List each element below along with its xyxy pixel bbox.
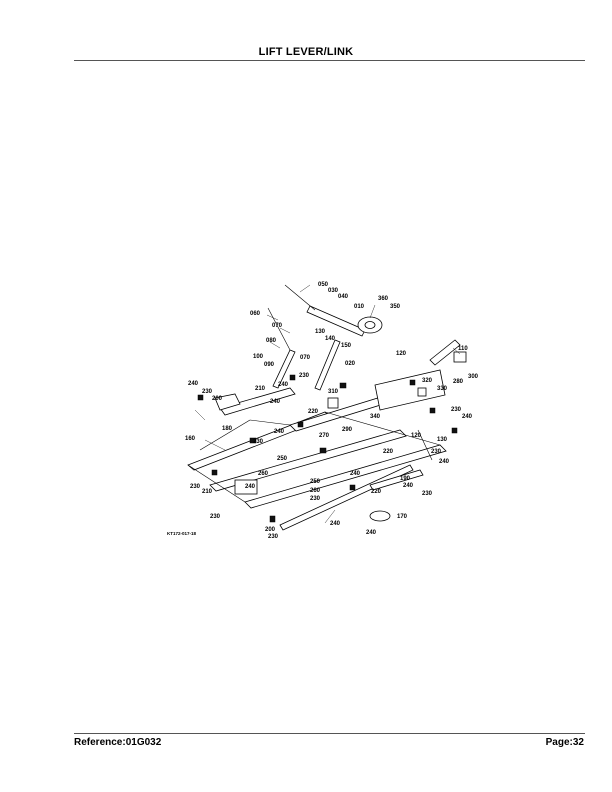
callout-label: 240 xyxy=(350,471,361,477)
callout-label: 040 xyxy=(338,294,349,300)
callout-label: 240 xyxy=(462,414,473,420)
callout-label: 230 xyxy=(210,514,221,520)
page-number: Page:32 xyxy=(545,737,584,748)
callout-label: 210 xyxy=(255,386,266,392)
callout-label: 120 xyxy=(411,433,422,439)
callout-label: 260 xyxy=(310,488,321,494)
callout-label: 310 xyxy=(328,389,339,395)
callout-label: 130 xyxy=(315,329,326,335)
callout-label: 330 xyxy=(437,386,448,392)
callout-label: 240 xyxy=(188,381,199,387)
callout-label: 010 xyxy=(354,304,365,310)
callout-label: 350 xyxy=(390,304,401,310)
callout-label: 050 xyxy=(318,282,329,288)
callout-label: 230 xyxy=(451,407,462,413)
callout-label: 240 xyxy=(270,399,281,405)
callout-label: 030 xyxy=(328,288,339,294)
callout-label: 200 xyxy=(265,527,276,533)
callout-label: 240 xyxy=(245,484,256,490)
callout-label: 230 xyxy=(422,491,433,497)
figure-code: KT172-017-18 xyxy=(167,531,197,536)
callout-label: 110 xyxy=(458,346,468,352)
callout-label: 190 xyxy=(400,476,411,482)
callout-label: 300 xyxy=(468,374,479,380)
callout-label: 290 xyxy=(342,427,353,433)
callout-label: 240 xyxy=(330,521,341,527)
frame-drawing xyxy=(187,284,467,531)
callout-label: 120 xyxy=(396,351,407,357)
page-title: LIFT LEVER/LINK xyxy=(258,46,354,58)
callout-label: 160 xyxy=(185,436,196,442)
callout-label: 100 xyxy=(253,354,264,360)
callout-label: 240 xyxy=(366,530,377,536)
footer-divider xyxy=(74,733,585,734)
callout-label: 140 xyxy=(325,336,336,342)
callout-label: 230 xyxy=(202,389,213,395)
callout-label: 230 xyxy=(253,439,264,445)
callout-label: 210 xyxy=(202,489,213,495)
callout-label: 230 xyxy=(268,534,279,540)
header-divider xyxy=(74,60,585,61)
callout-label: 070 xyxy=(272,323,283,329)
exploded-view-drawing: 0500300400103603500600701301401500800701… xyxy=(167,282,479,540)
callout-label: 070 xyxy=(300,355,311,361)
callout-label: 020 xyxy=(345,361,356,367)
callout-label: 280 xyxy=(453,379,464,385)
callout-label: 250 xyxy=(310,479,321,485)
callout-label: 180 xyxy=(222,426,233,432)
callout-label: 360 xyxy=(378,296,389,302)
callout-label: 130 xyxy=(437,437,448,443)
callout-label: 270 xyxy=(319,433,330,439)
callout-label: 150 xyxy=(341,343,352,349)
callout-label: 060 xyxy=(250,311,261,317)
callout-label: 090 xyxy=(264,362,275,368)
callout-label: 080 xyxy=(266,338,277,344)
callout-label: 240 xyxy=(274,429,285,435)
callout-label: 240 xyxy=(439,459,450,465)
callout-label: 220 xyxy=(371,489,382,495)
callout-label: 220 xyxy=(383,449,394,455)
callout-label: 260 xyxy=(258,471,269,477)
callout-label: 170 xyxy=(397,514,408,520)
callout-labels: 0500300400103603500600701301401500800701… xyxy=(185,282,479,540)
callout-label: 320 xyxy=(422,378,433,384)
callout-label: 230 xyxy=(190,484,201,490)
callout-label: 250 xyxy=(277,456,288,462)
reference-number: Reference:01G032 xyxy=(74,737,162,748)
callout-label: 240 xyxy=(278,382,289,388)
callout-label: 230 xyxy=(310,496,321,502)
callout-label: 220 xyxy=(308,409,319,415)
callout-label: 200 xyxy=(212,396,223,402)
callout-label: 230 xyxy=(299,373,310,379)
callout-label: 240 xyxy=(403,483,414,489)
callout-label: 340 xyxy=(370,414,381,420)
callout-label: 230 xyxy=(431,449,442,455)
